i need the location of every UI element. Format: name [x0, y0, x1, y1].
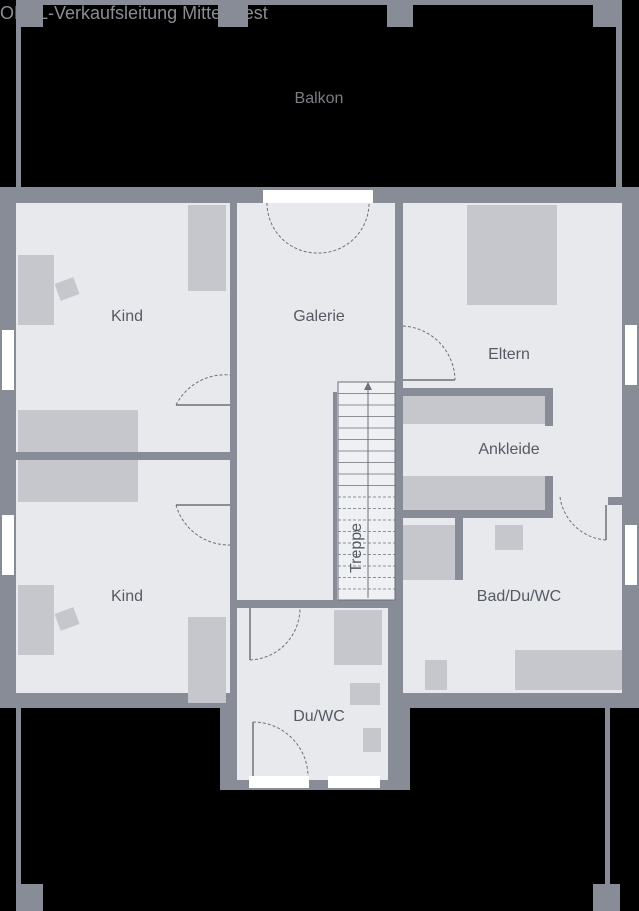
label-balkon: Balkon — [295, 90, 344, 107]
chair-kind-top — [54, 277, 80, 301]
window-eltern — [625, 325, 637, 385]
interior-walls — [16, 203, 622, 700]
sink-duwc — [350, 683, 380, 705]
bathtub-bad — [515, 650, 622, 690]
shower-duwc — [334, 610, 382, 665]
watermark: OKAL-Verkaufsleitung Mitte-West — [0, 3, 268, 23]
toilet-bad — [425, 660, 447, 690]
window-kind-top — [2, 330, 14, 390]
bed-kind-bottom — [188, 617, 226, 703]
label-kind-bottom: Kind — [111, 588, 143, 605]
toilet-duwc — [363, 728, 381, 752]
door-bad — [559, 496, 607, 541]
balcony-bottom-frame — [16, 708, 620, 911]
staircase — [337, 381, 396, 601]
shower-bad — [403, 525, 455, 580]
label-ankleide: Ankleide — [478, 441, 539, 458]
window-kind-bottom — [2, 515, 14, 575]
label-galerie: Galerie — [293, 308, 345, 325]
wardrobe-ankleide-top — [403, 396, 545, 424]
desk-kind-top — [18, 255, 54, 325]
window-bad — [625, 525, 637, 585]
stair-arrow-head — [364, 382, 372, 390]
label-eltern: Eltern — [488, 346, 530, 363]
label-bad: Bad/Du/WC — [477, 588, 561, 605]
balcony-top-frame — [16, 0, 622, 187]
door-eltern — [402, 325, 456, 381]
door-kind-bottom — [175, 504, 231, 546]
furniture — [18, 205, 622, 752]
label-kind-top: Kind — [111, 308, 143, 325]
window-duwc-2 — [328, 776, 380, 788]
label-duwc: Du/WC — [293, 708, 345, 725]
wardrobe-kind-bottom — [18, 460, 138, 502]
wardrobe-ankleide-bottom — [403, 476, 545, 510]
door-kind-top — [175, 374, 231, 406]
label-treppe: Treppe — [348, 523, 365, 573]
wardrobe-kind-top — [18, 410, 138, 452]
windows — [2, 190, 637, 788]
bed-kind-top — [188, 205, 226, 291]
window-galerie — [263, 190, 373, 203]
doors — [175, 202, 607, 777]
sink-bad — [495, 525, 523, 550]
door-duwc — [249, 607, 301, 661]
desk-kind-bottom — [18, 585, 54, 655]
bed-eltern — [467, 205, 557, 305]
door-duwc-window — [252, 721, 309, 777]
window-duwc-1 — [249, 776, 309, 788]
chair-kind-bottom — [54, 607, 80, 631]
